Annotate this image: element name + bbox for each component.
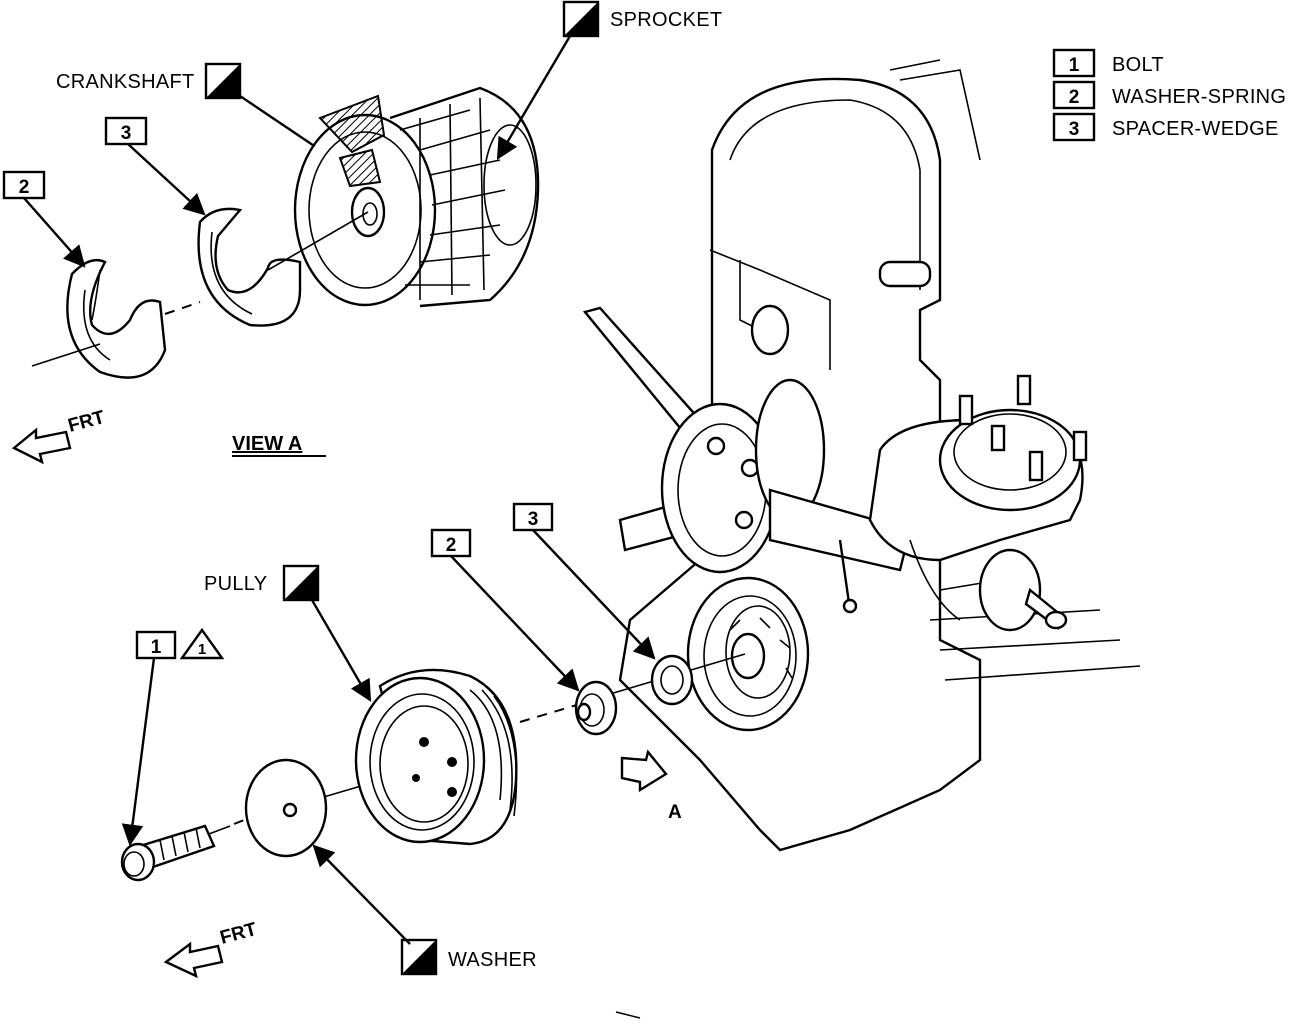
legend-box-2 [1052,80,1096,110]
sprocket-drawing [293,86,540,308]
pulley-drawing [354,668,518,846]
callout-num-top-2: 2 [19,177,30,198]
legend-box-1 [1052,48,1096,78]
view-a-detail: SPROCKET CRANKSHAFT [2,0,722,465]
legend-num-1: 1 [1069,55,1080,76]
legend-box-3 [1052,112,1096,142]
legend-num-2: 2 [1069,87,1080,108]
view-a-arrow: A [620,749,682,823]
engine-drawing [582,59,1141,852]
spacer-wedge-bottom-drawing [650,654,694,706]
warning-triangle-icon [179,627,225,660]
pully-callout: PULLY [204,564,372,702]
legend-num-3: 3 [1069,119,1080,140]
callout-box-top-2 [2,170,46,200]
pully-label: PULLY [204,573,267,595]
exploded-assembly: 1 1 WASHER PULLY [120,502,746,979]
callout-num-top-3: 3 [121,123,132,144]
washer-callout: WASHER [312,844,537,976]
washer-label: WASHER [448,949,537,971]
callout-num-bottom-3: 3 [528,509,539,530]
view-a-label: VIEW A [232,433,302,455]
legend-label-bolt: BOLT [1112,54,1164,76]
legend-label-washer-spring: WASHER-SPRING [1112,86,1286,108]
bolt-drawing [120,824,216,882]
legend: 1 BOLT 2 WASHER-SPRING 3 SPACER-WEDGE [1052,48,1286,142]
frt-label-top: FRT [66,407,107,437]
callout-box-bottom-1 [135,630,177,660]
callout-num-bottom-1: 1 [151,637,162,658]
callout-box-bottom-3 [512,502,554,532]
washer-spring-top-drawing [66,258,167,379]
sprocket-callout: SPROCKET [496,0,722,160]
washer-spring-bottom-drawing [574,680,618,736]
crankshaft-label: CRANKSHAFT [56,71,195,93]
callout-num-bottom-2: 2 [446,535,457,556]
washer-drawing [244,758,328,858]
frt-arrow-bottom: FRT [163,919,259,979]
legend-label-spacer-wedge: SPACER-WEDGE [1112,118,1279,140]
frt-arrow-top: FRT [11,407,107,465]
frt-arrow-top-icon [11,427,72,465]
frt-arrow-bottom-icon [163,941,224,979]
arrow-a-label: A [668,802,682,823]
frt-label-bottom: FRT [218,919,259,949]
spacer-wedge-top-drawing [197,207,302,327]
crankshaft-callout: CRANKSHAFT [56,62,340,164]
view-a-arrow-icon [620,749,668,793]
sprocket-label: SPROCKET [610,9,722,31]
callout-box-top-3 [104,116,148,146]
warning-num-1: 1 [198,641,206,658]
